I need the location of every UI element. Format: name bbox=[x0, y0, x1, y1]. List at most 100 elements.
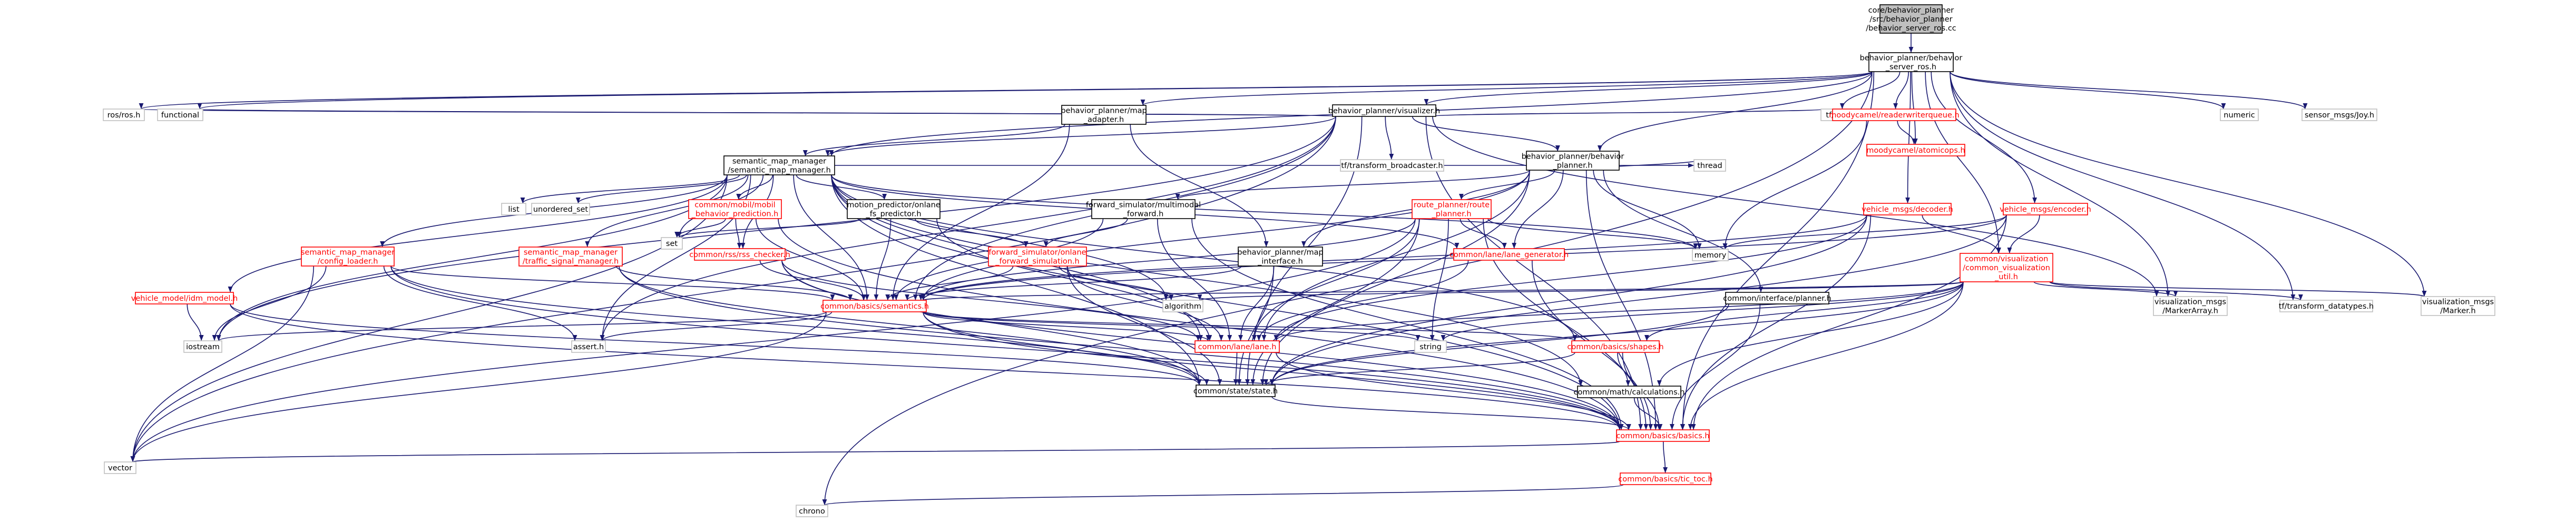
edge-smm-to-smmtsm bbox=[585, 174, 749, 248]
edge-semantics-to-state bbox=[923, 311, 1209, 386]
node-mobilbp[interactable]: common/mobil/mobil_behavior_prediction.h bbox=[688, 199, 782, 219]
node-chrono[interactable]: chrono bbox=[796, 505, 828, 517]
node-label-semantics-0: common/basics/semantics.h bbox=[820, 302, 929, 311]
node-uset[interactable]: unordered_set bbox=[531, 203, 590, 215]
node-shapes[interactable]: common/basics/shapes.h bbox=[1567, 340, 1664, 353]
node-rss[interactable]: common/rss/rss_checker.h bbox=[689, 248, 790, 261]
node-label-mobilbp-0: common/mobil/mobil bbox=[694, 201, 775, 210]
node-mathcalc[interactable]: common/math/calculations.h bbox=[1574, 386, 1685, 398]
node-string[interactable]: string bbox=[1414, 340, 1447, 353]
node-box-smmtsm bbox=[518, 247, 623, 267]
node-label-numeric-0: numeric bbox=[2224, 111, 2255, 120]
node-label-rwqueue-0: moodycamel/readerwriterqueue.h bbox=[1829, 111, 1959, 120]
edge-bplanner-to-iplanner bbox=[1603, 170, 1764, 293]
node-rwqueue[interactable]: moodycamel/readerwriterqueue.h bbox=[1829, 109, 1960, 121]
edge-vdecoder-to-semantics bbox=[920, 214, 1867, 301]
node-memory[interactable]: memory bbox=[1692, 249, 1729, 261]
node-bsr[interactable]: behavior_planner/behavior_server_ros.h bbox=[1860, 52, 1963, 72]
node-atomicops[interactable]: moodycamel/atomicops.h bbox=[1866, 144, 1965, 156]
node-vector[interactable]: vector bbox=[104, 461, 136, 474]
node-tfdt[interactable]: tf/transform_datatypes.h bbox=[2279, 300, 2374, 312]
node-cvis[interactable]: common/visualization/common_visualizatio… bbox=[1960, 253, 2053, 282]
edge-smm-to-memory bbox=[831, 174, 1698, 250]
edge-bplanner-to-lanegen bbox=[1512, 170, 1564, 249]
edge-lane-to-state bbox=[1233, 352, 1238, 386]
node-assert[interactable]: assert.h bbox=[571, 340, 606, 353]
edge-rplanner-to-lanegen bbox=[1460, 218, 1507, 249]
node-fsol[interactable]: forward_simulator/onlane_forward_simulat… bbox=[988, 247, 1087, 267]
node-bmi[interactable]: behavior_planner/map_interface.h bbox=[1237, 247, 1324, 267]
node-idm[interactable]: vehicle_model/idm_model.h bbox=[131, 292, 238, 304]
node-vdecoder[interactable]: vehicle_msgs/decoder.h bbox=[1862, 203, 1953, 215]
node-basics[interactable]: common/basics/basics.h bbox=[1616, 429, 1710, 442]
edge-mapadapter-to-smm bbox=[802, 124, 1065, 156]
node-numeric[interactable]: numeric bbox=[2220, 109, 2259, 121]
edge-bsr-to-vmark bbox=[1950, 71, 2427, 297]
node-thread[interactable]: thread bbox=[1693, 159, 1726, 172]
nodes-layer: core/behavior_planner/src/behavior_plann… bbox=[103, 4, 2495, 517]
node-smmtsm[interactable]: semantic_map_manager/traffic_signal_mana… bbox=[518, 247, 623, 267]
node-label-smm-0: semantic_map_manager bbox=[732, 157, 826, 166]
node-label-cvis-0: common/visualization bbox=[1965, 255, 2049, 263]
node-functional[interactable]: functional bbox=[157, 109, 203, 121]
node-joy[interactable]: sensor_msgs/Joy.h bbox=[2301, 109, 2377, 121]
node-label-vmark-0: visualization_msgs bbox=[2422, 298, 2494, 307]
node-box-memory bbox=[1692, 249, 1729, 261]
node-lane[interactable]: common/lane/lane.h bbox=[1194, 340, 1280, 353]
node-box-smm bbox=[723, 155, 835, 175]
edge-bsr-to-visualizer bbox=[1424, 71, 1873, 105]
node-rosh[interactable]: ros/ros.h bbox=[103, 109, 145, 121]
node-smmcfg[interactable]: semantic_map_manager/config_loader.h bbox=[301, 247, 395, 267]
node-set[interactable]: set bbox=[661, 237, 683, 250]
node-label-rss-0: common/rss/rss_checker.h bbox=[689, 251, 790, 259]
node-iostream[interactable]: iostream bbox=[183, 340, 222, 353]
node-semantics[interactable]: common/basics/semantics.h bbox=[820, 300, 929, 312]
node-box-lanegen bbox=[1453, 248, 1565, 261]
node-vmark[interactable]: visualization_msgs/Marker.h bbox=[2421, 296, 2495, 316]
node-mapadapter[interactable]: behavior_planner/map_adapter.h bbox=[1061, 105, 1147, 125]
edge-mpol-to-semantics bbox=[874, 218, 892, 301]
node-fsmm[interactable]: forward_simulator/multimodal_forward.h bbox=[1086, 199, 1201, 219]
edge-rplanner-to-semantics bbox=[918, 218, 1416, 301]
node-box-tfdt bbox=[2279, 300, 2373, 312]
node-bplanner[interactable]: behavior_planner/behavior_planner.h bbox=[1522, 151, 1624, 171]
edge-cvis-to-shapes bbox=[1644, 281, 1964, 341]
edge-rss-to-semantics bbox=[759, 260, 866, 301]
edge-smmcfg-to-assert bbox=[383, 265, 577, 341]
edge-visualizer-to-assert bbox=[600, 116, 1336, 341]
edge-vencoder-to-memory bbox=[1722, 214, 2007, 250]
edge-state-to-basics bbox=[1271, 396, 1631, 430]
node-label-root-2: /behavior_server_ros.cc bbox=[1866, 24, 1956, 33]
node-tictoc[interactable]: common/basics/tic_toc.h bbox=[1618, 472, 1713, 485]
node-state[interactable]: common/state/state.h bbox=[1193, 385, 1278, 397]
node-root[interactable]: core/behavior_planner/src/behavior_plann… bbox=[1866, 4, 1956, 34]
edge-rplanner-to-memory bbox=[1487, 218, 1698, 250]
edge-visualizer-to-bplanner bbox=[1412, 116, 1560, 152]
node-tfbroad[interactable]: tf/transform_broadcaster.h bbox=[1340, 159, 1444, 172]
node-label-mpol-1: _fs_predictor.h bbox=[865, 210, 921, 219]
node-label-lane-0: common/lane/lane.h bbox=[1198, 343, 1277, 351]
node-label-mapadapter-0: behavior_planner/map bbox=[1061, 107, 1147, 115]
edge-bplanner-to-semantics bbox=[920, 170, 1530, 301]
node-iplanner[interactable]: common/interface/planner.h bbox=[1723, 292, 1831, 304]
edge-vdecoder-to-cvis bbox=[1922, 214, 2001, 254]
node-vmarkarr[interactable]: visualization_msgs/MarkerArray.h bbox=[2153, 296, 2228, 316]
edge-rplanner-to-lane bbox=[1252, 218, 1420, 341]
node-box-rss bbox=[694, 248, 786, 261]
node-box-fsol bbox=[988, 247, 1087, 267]
node-label-fsmm-0: forward_simulator/multimodal bbox=[1086, 201, 1201, 210]
node-label-mobilbp-1: _behavior_prediction.h bbox=[691, 210, 779, 219]
node-label-root-0: core/behavior_planner bbox=[1868, 6, 1954, 15]
node-vencoder[interactable]: vehicle_msgs/encoder.h bbox=[2000, 203, 2091, 215]
edge-semantics-to-iostream bbox=[216, 311, 827, 341]
node-visualizer[interactable]: behavior_planner/visualizer.h bbox=[1328, 104, 1440, 117]
edge-cvis-to-string bbox=[1441, 281, 1964, 341]
node-algorithm[interactable]: algorithm bbox=[1162, 300, 1203, 312]
node-lanegen[interactable]: common/lane/lane_generator.h bbox=[1449, 248, 1569, 261]
node-smm[interactable]: semantic_map_manager/semantic_map_manage… bbox=[723, 155, 835, 175]
edge-smm-to-mpol bbox=[796, 174, 887, 200]
node-mpol[interactable]: motion_predictor/onlane_fs_predictor.h bbox=[847, 199, 941, 219]
node-list[interactable]: list bbox=[501, 203, 526, 215]
node-box-uset bbox=[531, 203, 590, 215]
node-rplanner[interactable]: route_planner/route_planner.h bbox=[1412, 199, 1492, 219]
